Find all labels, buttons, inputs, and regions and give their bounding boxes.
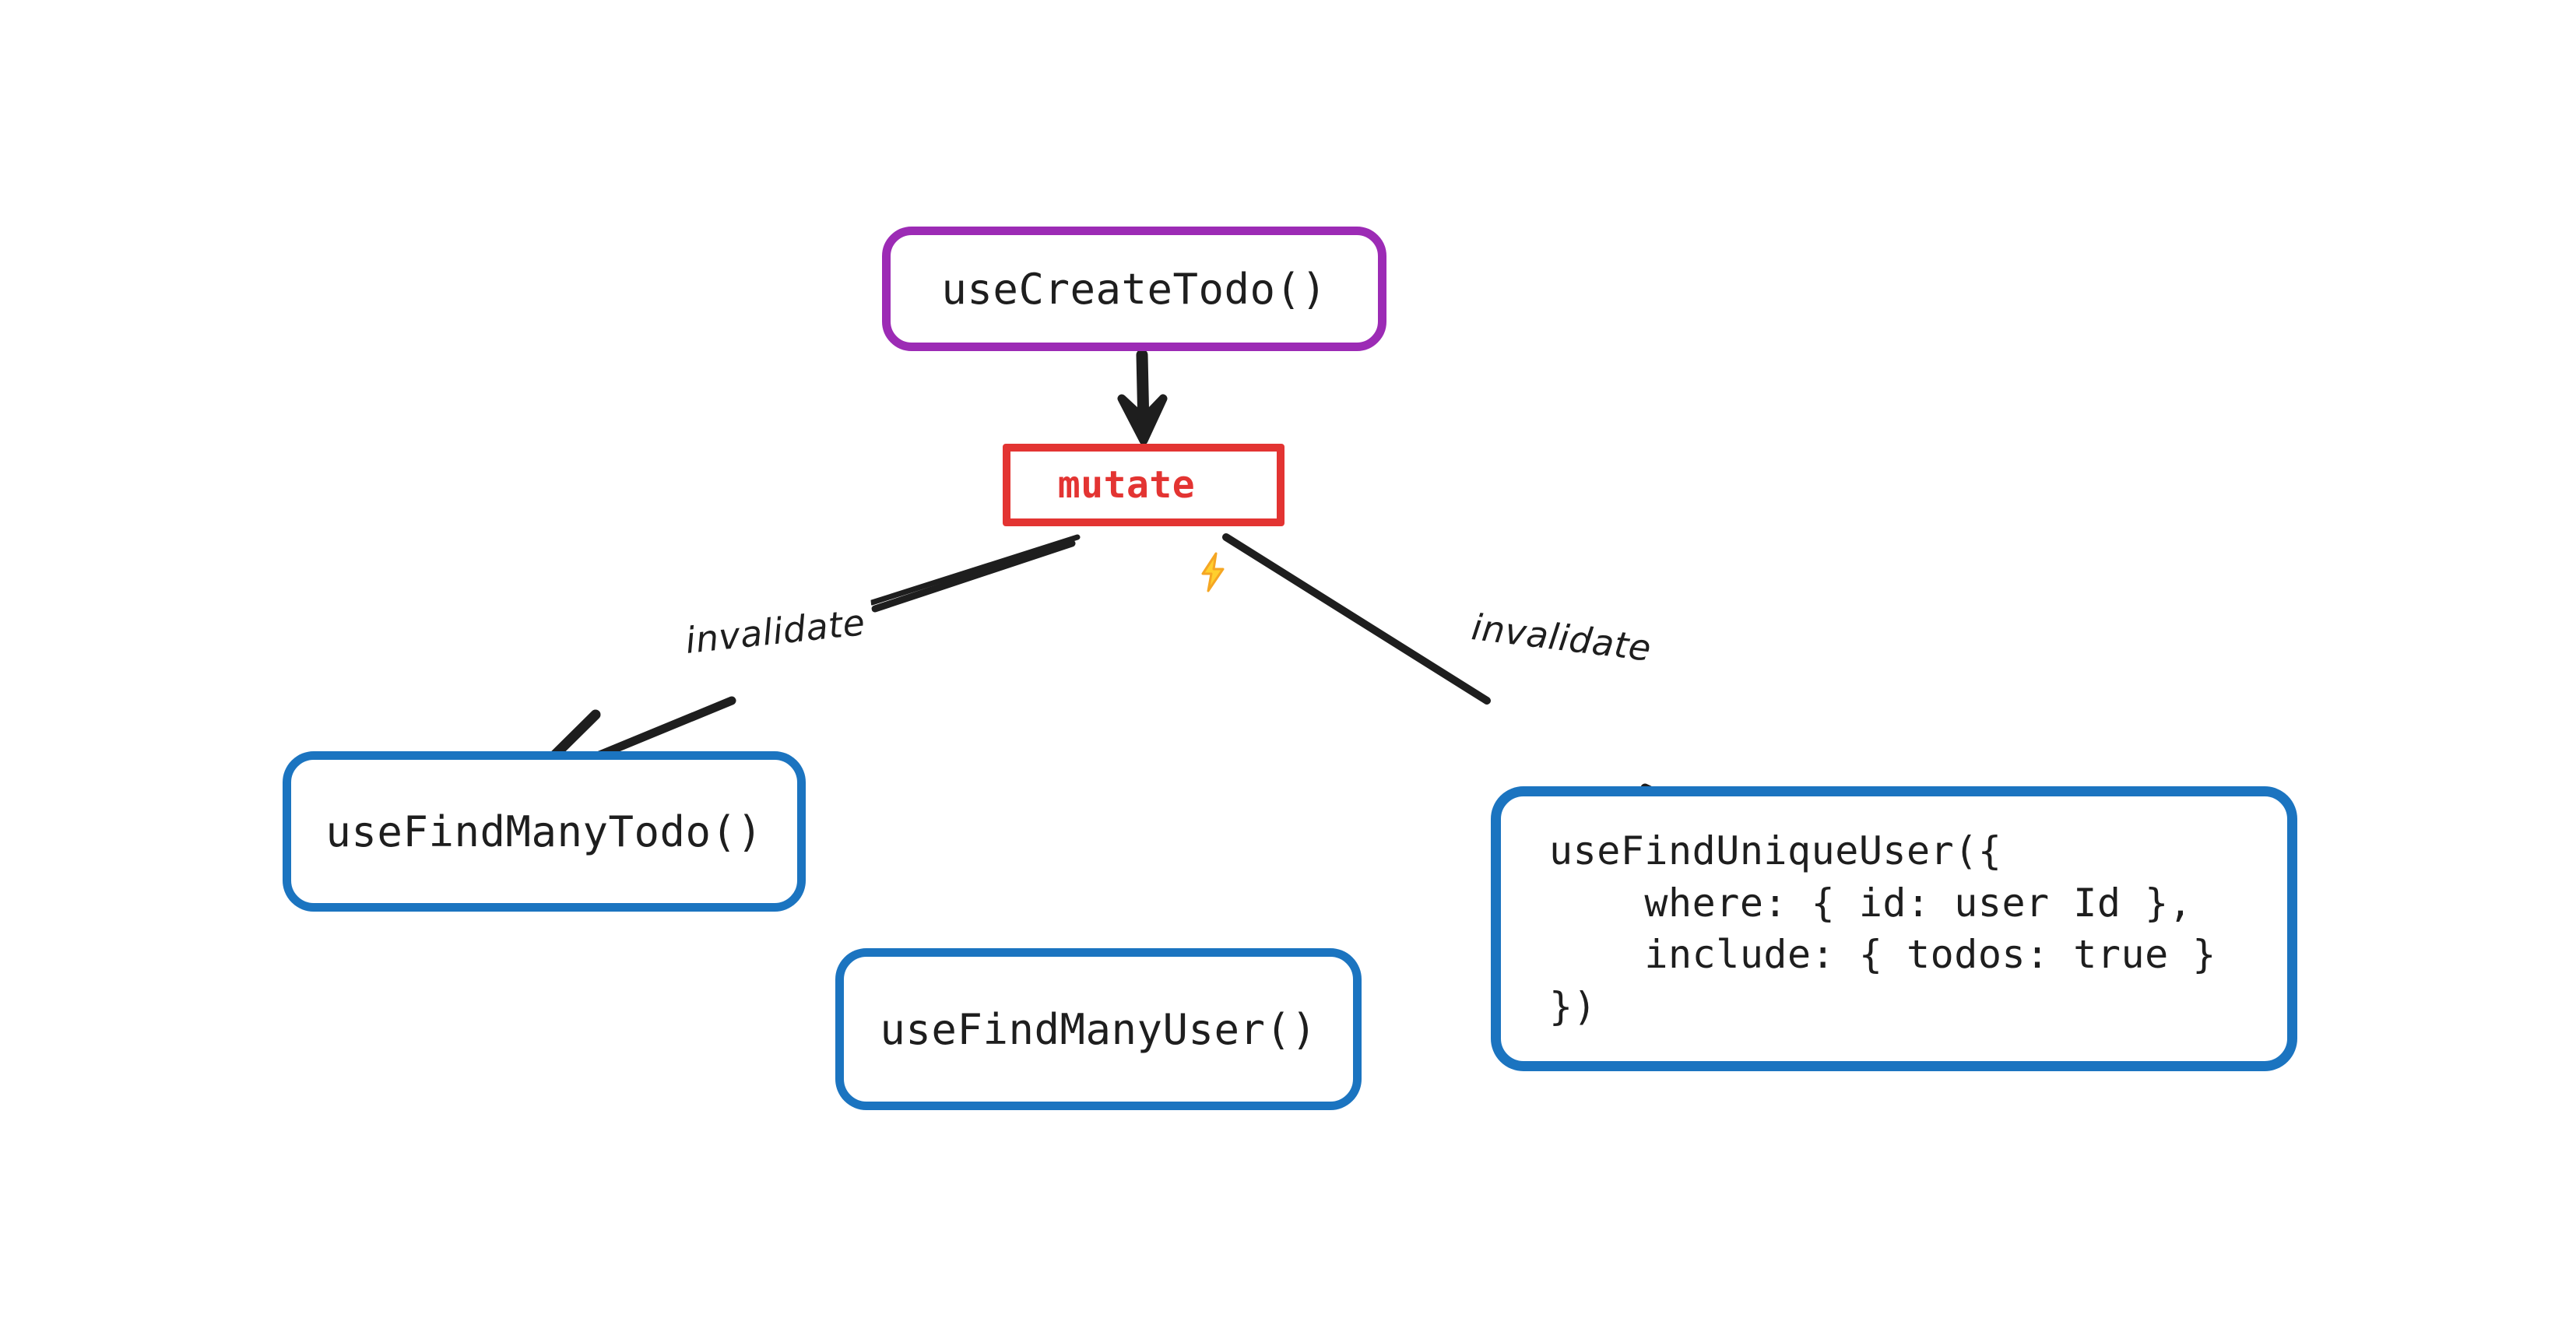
node-mutate-label: mutate	[1057, 463, 1196, 507]
lightning-bolt-icon	[1197, 465, 1229, 592]
edge-createtodo-mutate	[1117, 349, 1168, 445]
node-use-find-many-user[interactable]: useFindManyUser()	[835, 948, 1362, 1110]
node-use-find-unique-user[interactable]: useFindUniqueUser({ where: { id: user Id…	[1491, 786, 2297, 1071]
edge-label-invalidate-left: invalidate	[675, 599, 875, 664]
node-mutate[interactable]: mutate	[1003, 444, 1284, 592]
node-use-find-many-todo-label: useFindManyTodo()	[325, 807, 763, 856]
node-use-find-many-todo[interactable]: useFindManyTodo()	[283, 751, 806, 912]
node-use-find-many-user-label: useFindManyUser()	[880, 1004, 1317, 1054]
node-use-create-todo[interactable]: useCreateTodo()	[882, 227, 1386, 351]
node-use-find-unique-user-label: useFindUniqueUser({ where: { id: user Id…	[1549, 828, 2216, 1029]
edge-label-invalidate-right: invalidate	[1461, 603, 1662, 673]
node-use-create-todo-label: useCreateTodo()	[941, 264, 1327, 314]
node-mutate-text: mutate	[1057, 463, 1229, 592]
